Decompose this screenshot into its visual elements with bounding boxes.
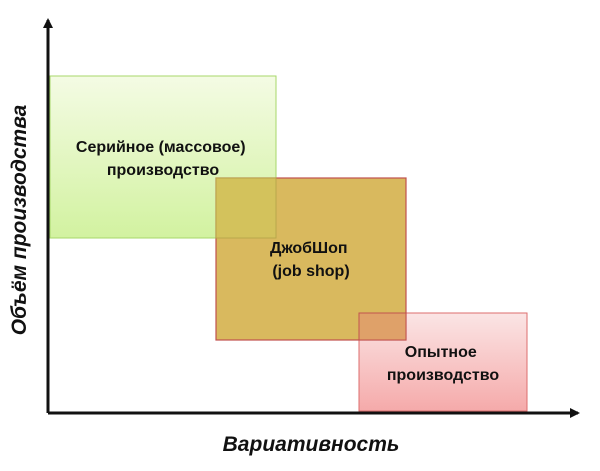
prototype-label-line-1: Опытное: [405, 344, 477, 361]
serial-label-line-2: производство: [107, 162, 219, 179]
prototype-label: Опытное производство: [387, 344, 499, 384]
x-axis-title: Вариативность: [223, 433, 400, 456]
prototype-label-line-2: производство: [387, 367, 499, 384]
jobshop-label-line-2: (job shop): [272, 263, 349, 280]
y-axis-title: Объём производства: [8, 104, 31, 335]
jobshop-label: ДжобШоп (job shop): [270, 240, 352, 280]
serial-label-line-1: Серийное (массовое): [76, 139, 246, 156]
overlap-serial-jobshop: [215, 177, 277, 239]
serial-label: Серийное (массовое) производство: [76, 139, 250, 179]
jobshop-label-line-1: ДжобШоп: [270, 240, 348, 257]
overlap-jobshop-prototype: [358, 312, 407, 341]
